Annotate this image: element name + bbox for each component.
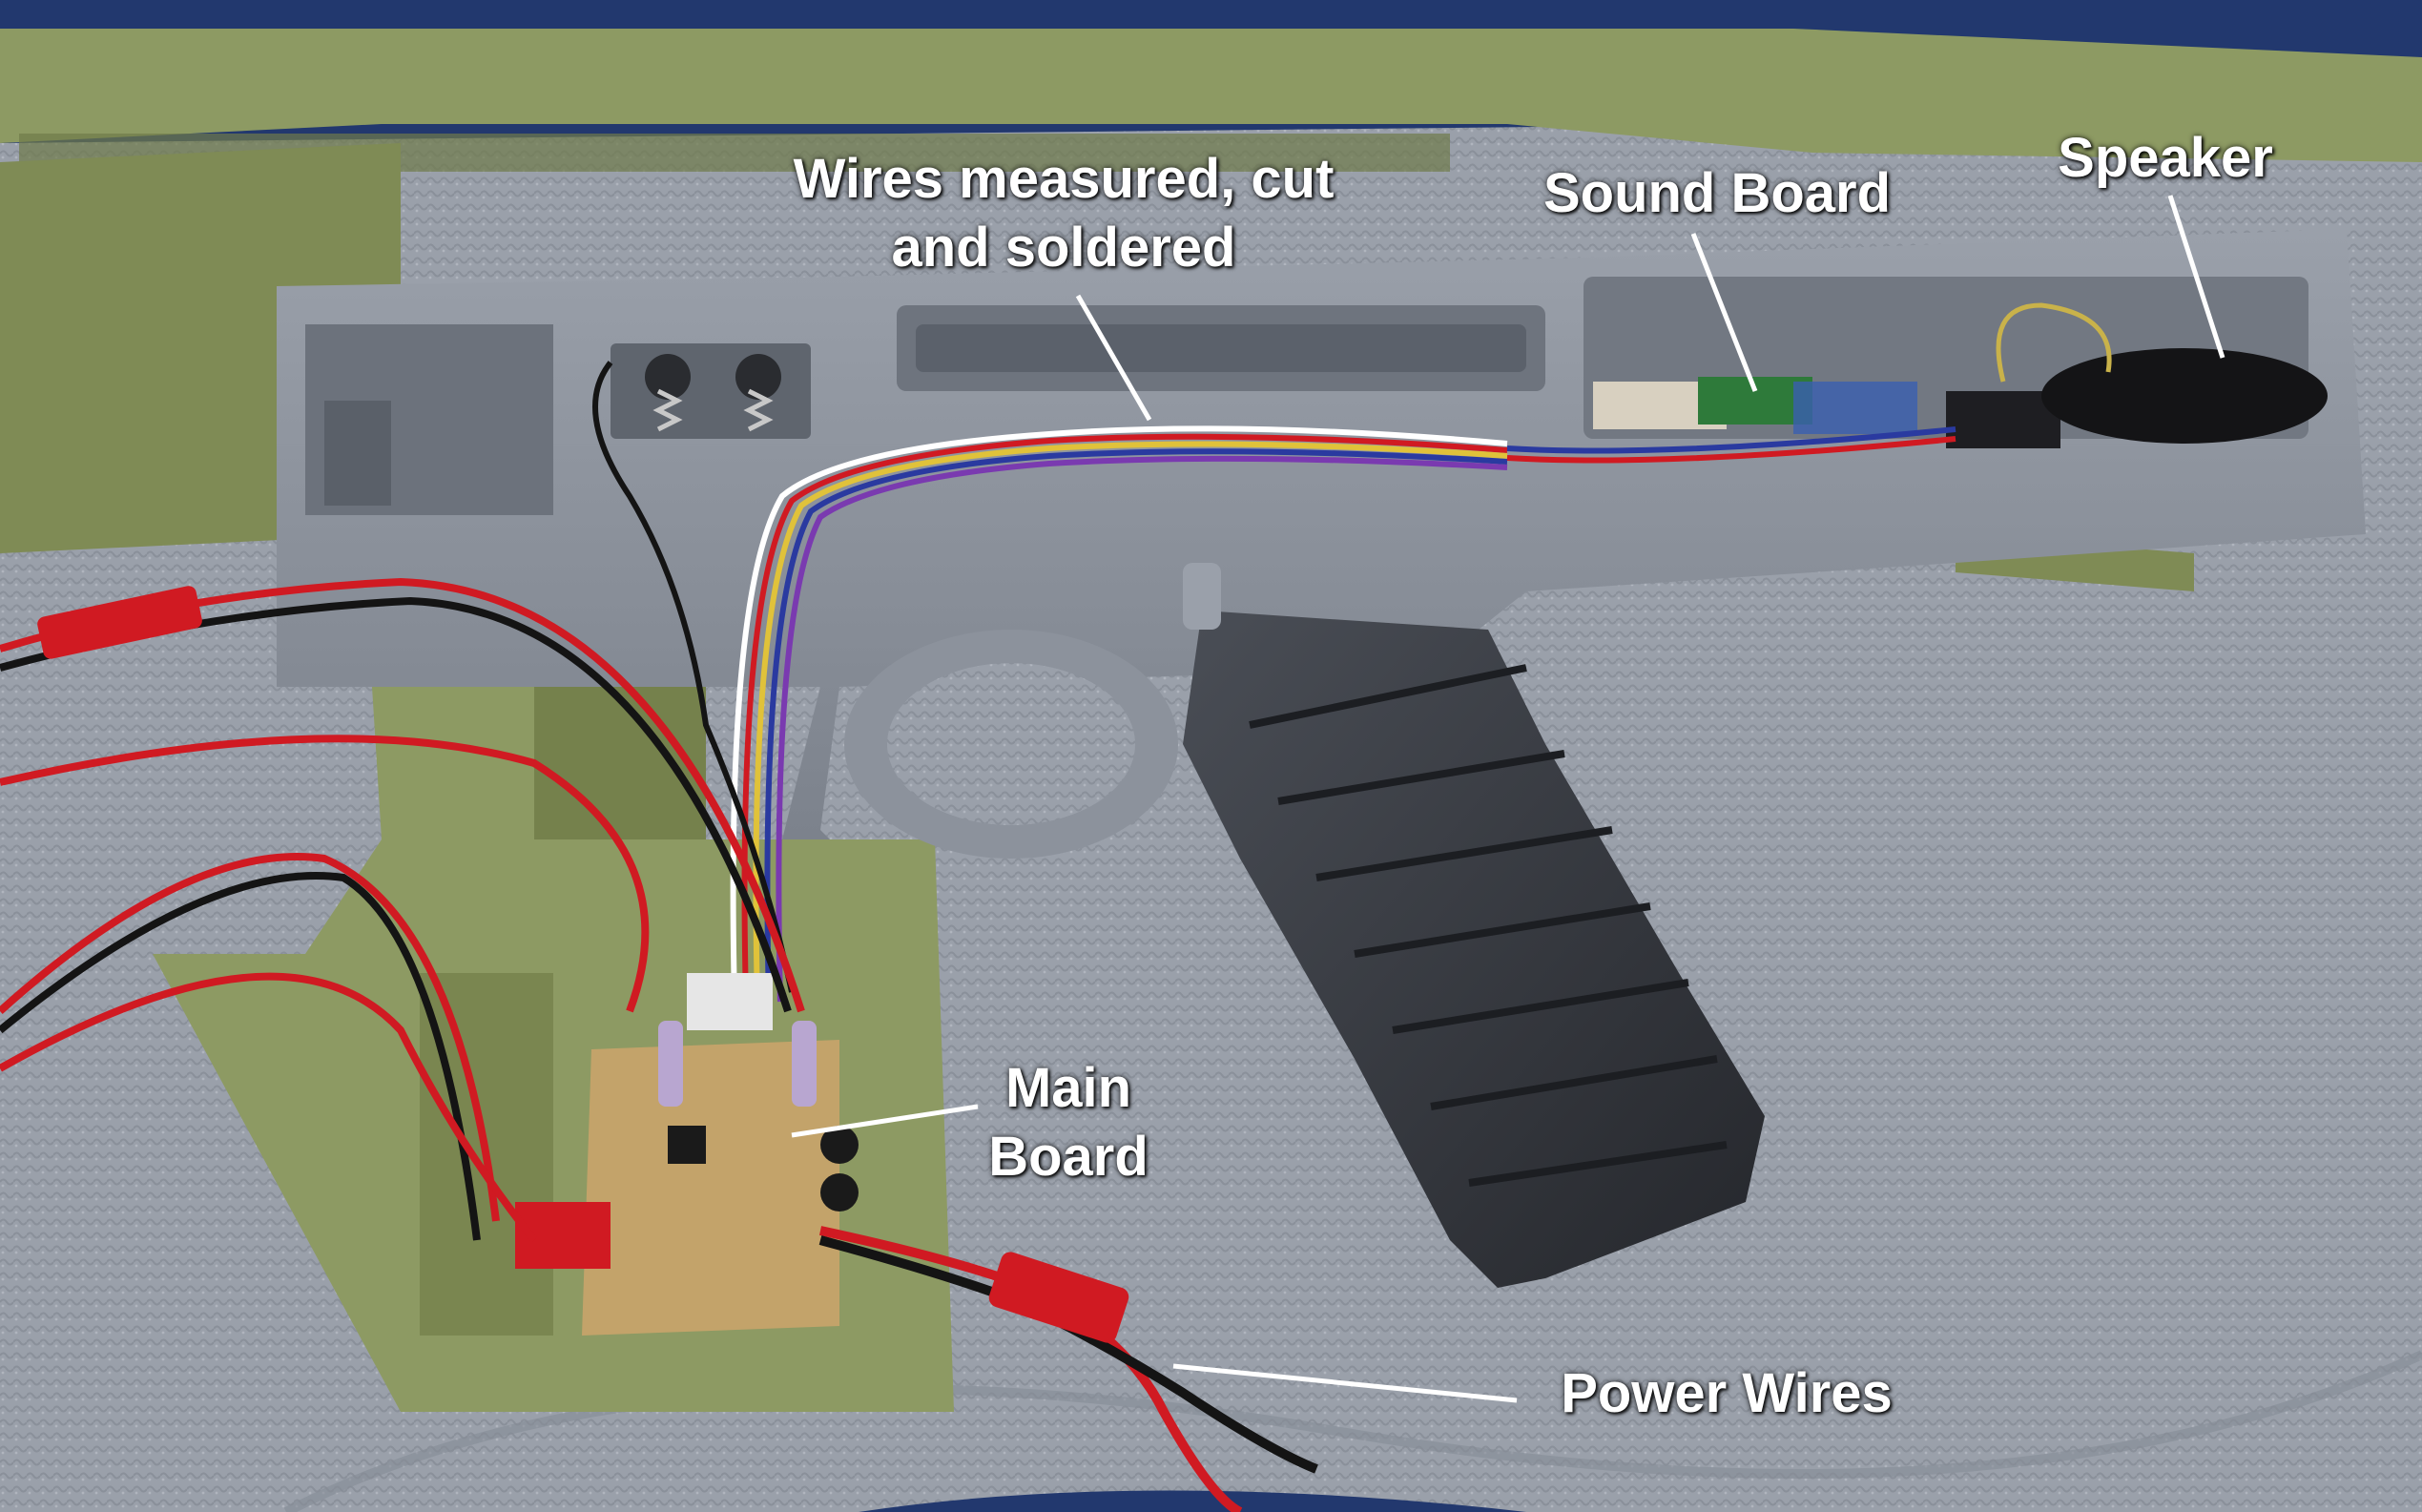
sound-board-leader — [1690, 233, 1758, 392]
speaker-leader — [2167, 195, 2225, 359]
pistol-grip — [1183, 611, 1765, 1288]
wire-harness — [730, 425, 1956, 1003]
switch-springs — [611, 343, 811, 439]
main-board-label: Main Board — [963, 1054, 1173, 1191]
main-board-label-line1: Main — [1004, 1057, 1132, 1119]
red-connector-top — [37, 586, 202, 659]
battery-wires — [0, 577, 805, 1243]
main-board-leader — [791, 1104, 979, 1138]
sound-board — [1593, 377, 2060, 448]
power-wires-leader — [1172, 1363, 1518, 1403]
wires-leader — [1075, 294, 1152, 422]
red-connector-bottom — [988, 1252, 1129, 1343]
trigger-stub — [1183, 563, 1221, 630]
power-wires-label: Power Wires — [1561, 1362, 1893, 1424]
wires-label: Wires measured, cut and soldered — [758, 145, 1369, 282]
leader-lines — [791, 195, 2225, 1403]
wires-label-line2: and soldered — [891, 217, 1236, 279]
speaker — [2041, 348, 2328, 444]
grip-ridges — [1249, 664, 1728, 1187]
fabric-fold — [283, 1350, 2422, 1512]
speaker-label: Speaker — [2058, 127, 2273, 189]
speaker-leads — [1996, 302, 2112, 383]
main-board-label-line2: Board — [988, 1126, 1149, 1188]
switch-wires — [592, 361, 795, 993]
wires-label-line1: Wires measured, cut — [793, 148, 1335, 210]
sound-board-label: Sound Board — [1542, 162, 1892, 224]
